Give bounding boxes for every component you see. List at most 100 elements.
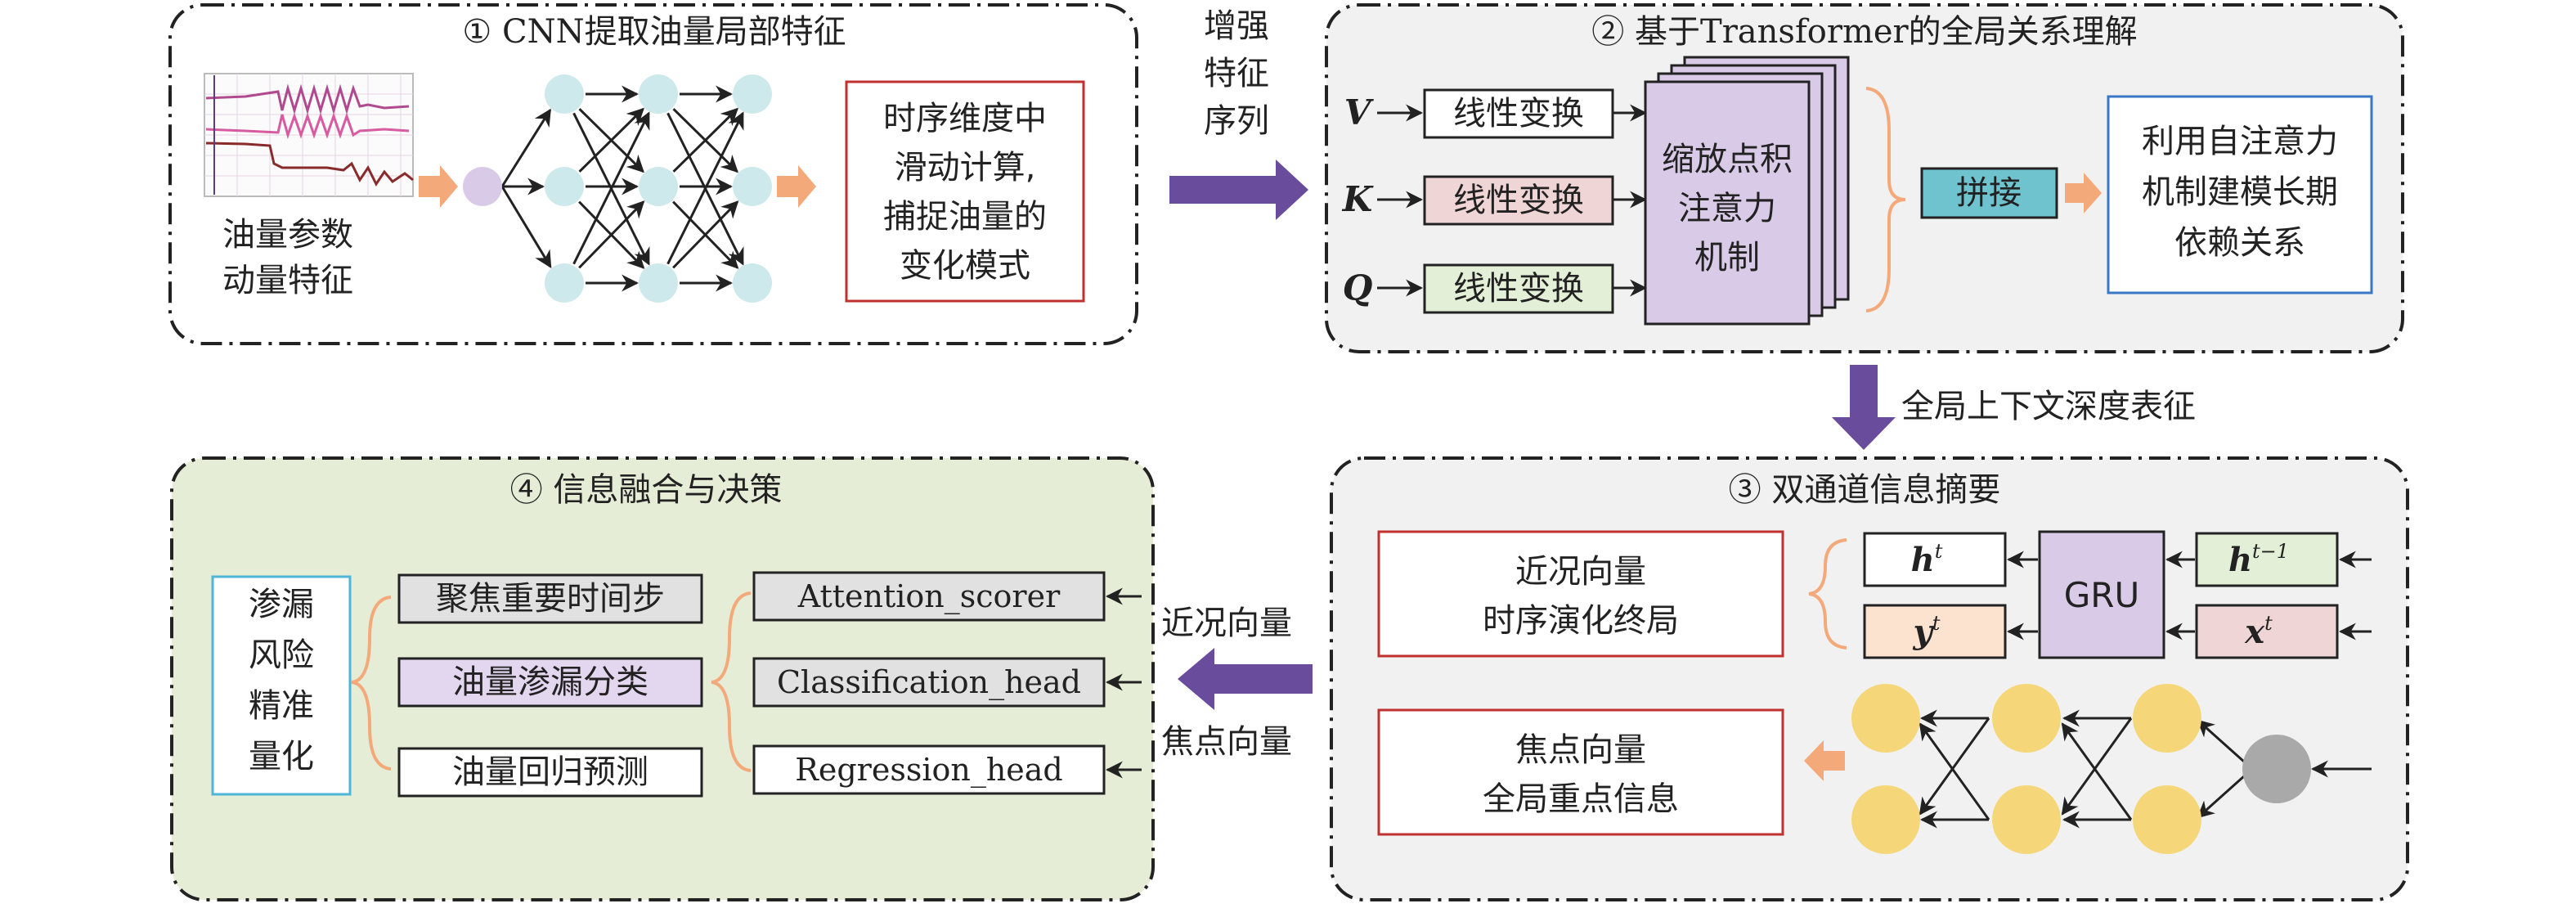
scaled-dot-product-attention [1644,80,1811,326]
orange-arrow-icon [2065,173,2102,214]
head-attention-scorer [752,571,1106,622]
gru-label: GRU [2064,575,2139,615]
head-regression-label: Regression_head [795,752,1063,789]
sliding-box-line2: 滑动计算, [895,149,1036,187]
global-context-label: 全局上下文深度表征 [1901,388,2196,425]
connector12-line1: 增强 [1204,7,1269,45]
connector12-line3: 序列 [1204,102,1269,140]
x-t-box [2195,604,2339,659]
risk-line4: 量化 [249,738,314,775]
y-t-symbol: yt [1913,612,1941,651]
recent-vector-box [1377,530,1784,658]
input-row-q: Q 线性变换 [1343,263,1648,314]
panel-transformer: ② 基于Transformer的全局关系理解 V 线性变换 K 线性变换 Q 线… [1325,3,2404,353]
head-classification [752,657,1106,708]
cnn-edge [672,200,739,269]
cnn-edge [572,111,650,265]
recent-vector-label: 近况向量 [1161,605,1292,642]
cnn-node [639,263,678,303]
dependency-line2: 机制建模长期 [2142,173,2338,211]
symbol-v: V [1344,92,1375,133]
cnn-edge [578,200,645,269]
cnn-input-node [463,167,502,206]
orange-arrow-icon [419,165,458,208]
focus-node [2133,785,2201,854]
panel-fusion-decision: ④ 信息融合与决策 渗漏 风险 精准 量化 聚焦重要时间步 油量渗漏分类 油量回… [170,456,1155,901]
sliding-box-line1: 时序维度中 [883,100,1047,137]
cnn-node [545,167,584,206]
heads-brace [711,591,752,772]
risk-line3: 精准 [249,687,314,725]
y-t-box [1863,604,2007,659]
focus-vector-label: 焦点向量 [1161,723,1292,761]
focus-network-nodes [1851,684,2311,854]
linear-transform-k-label: 线性变换 [1453,182,1584,219]
cnn-node [639,74,678,114]
focus-node [1851,785,1920,854]
panel-cnn: ① CNN提取油量局部特征 油量参数 动量特征 时 [168,3,1138,345]
cnn-edge [500,108,552,187]
sliding-window-box [845,80,1085,303]
attention-line3: 机制 [1694,239,1760,276]
risk-line2: 风险 [249,636,314,674]
cnn-node [639,167,678,206]
cnn-edge [672,107,738,173]
linear-transform-k [1423,175,1614,226]
linear-transform-q [1423,263,1614,314]
linear-transform-v-label: 线性变换 [1453,95,1584,133]
risk-line1: 渗漏 [249,586,314,623]
task-classification-label: 油量渗漏分类 [452,663,648,701]
input-label-line2: 动量特征 [222,262,353,299]
head-classification-label: Classification_head [777,664,1081,701]
h-prev-box [2195,532,2339,587]
oil-waveform-image [204,73,414,197]
connector-dual-vectors: 近况向量 焦点向量 [1161,605,1313,761]
focus-node [1851,684,1920,753]
focus-network-edges [1919,709,2372,829]
focus-node [1992,684,2061,753]
panel-cnn-title: ① CNN提取油量局部特征 [462,13,846,51]
focus-vector-box [1377,708,1784,836]
h-t-symbol: ht [1911,540,1943,579]
sliding-box-line3: 捕捉油量的 [883,198,1047,236]
task-classification [397,657,703,708]
input-row-v: V 线性变换 [1344,88,1648,139]
panel-fusion-title: ④ 信息融合与决策 [510,471,783,509]
long-term-dependency-box [2107,95,2373,294]
focus-vector-line2: 全局重点信息 [1483,780,1679,818]
task-regression [397,747,703,798]
focus-node [2133,684,2201,753]
symbol-k: K [1342,179,1374,219]
panel-transformer-title: ② 基于Transformer的全局关系理解 [1591,13,2137,51]
connector12-line2: 特征 [1204,55,1269,92]
cnn-edge [666,111,744,265]
symbol-q: Q [1343,267,1373,308]
focus-node [1992,785,2061,854]
connector-global-context: 全局上下文深度表征 [1832,365,2196,450]
input-row-k: K 线性变换 [1342,175,1648,226]
cnn-layers [545,74,772,303]
concat-box [1920,167,2058,219]
purple-arrow-left-icon [1178,648,1313,710]
x-t-symbol: xt [2244,612,2273,651]
concat-label: 拼接 [1956,174,2022,212]
sliding-box-line4: 变化模式 [900,247,1030,285]
concat-brace [1865,87,1906,312]
task-attention-label: 聚焦重要时间步 [436,580,665,618]
purple-arrow-down-icon [1832,365,1896,450]
connector-enhanced-features: 增强 特征 序列 [1169,7,1308,220]
input-label-line1: 油量参数 [222,216,353,254]
cnn-node [545,263,584,303]
linear-transform-v [1423,88,1614,139]
cnn-node [733,263,772,303]
dependency-line3: 依赖关系 [2174,224,2305,262]
cnn-edge [578,107,644,173]
orange-arrow-icon [777,165,816,208]
recent-vector-line2: 时序演化终局 [1483,602,1679,640]
orange-arrow-left-icon [1804,740,1845,781]
risk-quantification-box [211,575,352,796]
gru-cell [2038,530,2165,659]
dependency-line1: 利用自注意力 [2142,123,2338,160]
focus-vector-line1: 焦点向量 [1515,731,1646,769]
